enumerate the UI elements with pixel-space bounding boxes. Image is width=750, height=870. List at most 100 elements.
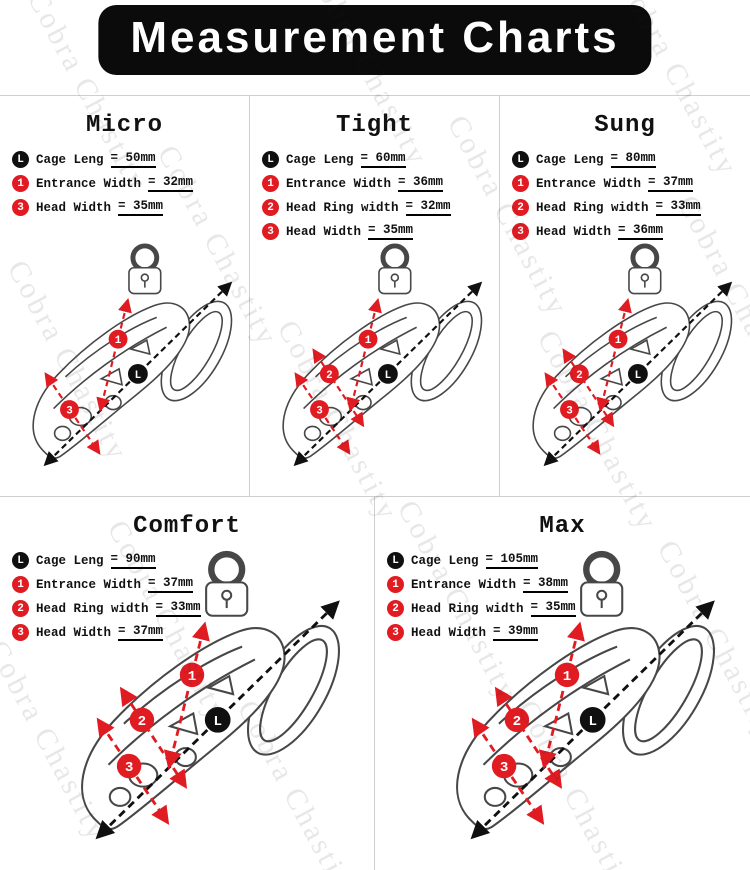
spec-label: Head Ring width — [411, 601, 524, 616]
spec-label: Entrance Width — [286, 176, 392, 191]
spec-label: Entrance Width — [536, 176, 642, 191]
spec-label: Entrance Width — [411, 577, 517, 592]
svg-text:1: 1 — [188, 669, 196, 685]
spec-row: 3 Head Width = 35mm — [262, 223, 499, 240]
head-width-arrow: 3 — [44, 372, 101, 455]
spec-badge: L — [512, 151, 529, 168]
head-width-arrow: 3 — [471, 717, 545, 825]
svg-text:2: 2 — [326, 370, 333, 382]
measure-badge-3: 3 — [116, 753, 142, 779]
spec-badge: 3 — [387, 624, 404, 641]
spec-value: = 105mm — [485, 552, 539, 569]
page-title: Measurement Charts — [100, 7, 650, 73]
spec-badge: 3 — [12, 199, 29, 216]
spec-badge: L — [12, 552, 29, 569]
cage-diagram: L 1 2 3 — [40, 531, 362, 865]
cage-line-art: L 1 2 3 — [532, 243, 733, 467]
spec-badge: 1 — [512, 175, 529, 192]
spec-value: = 37mm — [148, 576, 194, 593]
svg-text:L: L — [213, 714, 221, 730]
entrance-width-arrow: 1 — [96, 297, 132, 413]
spec-badge: 1 — [262, 175, 279, 192]
svg-text:2: 2 — [138, 714, 146, 730]
spec-value: = 35mm — [368, 223, 414, 240]
measure-badge-1: 1 — [554, 662, 580, 688]
svg-text:1: 1 — [563, 669, 571, 685]
size-name: Micro — [85, 112, 163, 139]
spec-label: Cage Leng — [286, 152, 354, 167]
svg-text:1: 1 — [615, 335, 622, 347]
measure-badge-3: 3 — [60, 400, 79, 419]
size-name: Comfort — [133, 513, 241, 540]
cage-line-art: L 1 3 — [32, 243, 233, 467]
spec-label: Cage Leng — [411, 553, 479, 568]
cage-diagram: L 1 2 3 — [506, 222, 744, 492]
spec-row: L Cage Leng = 105mm — [387, 552, 750, 569]
spec-value: = 39mm — [493, 624, 539, 641]
svg-text:3: 3 — [125, 760, 133, 776]
spec-label: Head Width — [286, 224, 362, 239]
spec-value: = 80mm — [610, 151, 656, 168]
svg-text:2: 2 — [576, 370, 583, 382]
spec-value: = 60mm — [360, 151, 406, 168]
head-width-arrow: 3 — [96, 717, 170, 825]
spec-value: = 90mm — [110, 552, 156, 569]
spec-row: 1 Entrance Width = 37mm — [512, 175, 750, 192]
spec-value: = 37mm — [118, 624, 164, 641]
spec-badge: 1 — [12, 175, 29, 192]
spec-label: Head Width — [536, 224, 612, 239]
spec-badge: 1 — [387, 576, 404, 593]
padlock-icon — [128, 243, 162, 295]
spec-badge: L — [262, 151, 279, 168]
spec-label: Cage Leng — [36, 152, 104, 167]
cage-diagram: L 1 2 3 — [415, 531, 737, 865]
spec-badge: 2 — [12, 600, 29, 617]
spec-value: = 32mm — [405, 199, 451, 216]
padlock-icon — [628, 243, 662, 295]
spec-value: = 32mm — [148, 175, 194, 192]
length-badge: L — [127, 363, 148, 384]
measure-badge-2: 2 — [569, 364, 589, 384]
spec-row: L Cage Leng = 60mm — [262, 151, 499, 168]
spec-badge: L — [387, 552, 404, 569]
spec-label: Entrance Width — [36, 577, 142, 592]
measure-badge-3: 3 — [560, 400, 579, 419]
cage-line-art: L 1 2 3 — [282, 243, 483, 467]
spec-label: Head Width — [36, 625, 112, 640]
spec-row: 1 Entrance Width = 32mm — [12, 175, 249, 192]
spec-row: 2 Head Ring width = 35mm — [387, 600, 750, 617]
spec-label: Head Width — [411, 625, 487, 640]
spec-value: = 37mm — [648, 175, 694, 192]
spec-value: = 35mm — [530, 600, 576, 617]
spec-label: Head Ring width — [286, 200, 399, 215]
svg-text:3: 3 — [566, 406, 573, 418]
padlock-icon — [378, 243, 412, 295]
svg-text:1: 1 — [115, 335, 122, 347]
svg-text:3: 3 — [500, 760, 508, 776]
spec-label: Entrance Width — [36, 176, 142, 191]
svg-text:1: 1 — [365, 335, 372, 347]
spec-badge: 3 — [262, 223, 279, 240]
page-title-text: Measurement Charts — [130, 13, 620, 62]
measure-badge-1: 1 — [608, 329, 628, 349]
spec-badge: 2 — [387, 600, 404, 617]
head-width-arrow: 3 — [294, 372, 351, 455]
svg-text:2: 2 — [513, 714, 521, 730]
